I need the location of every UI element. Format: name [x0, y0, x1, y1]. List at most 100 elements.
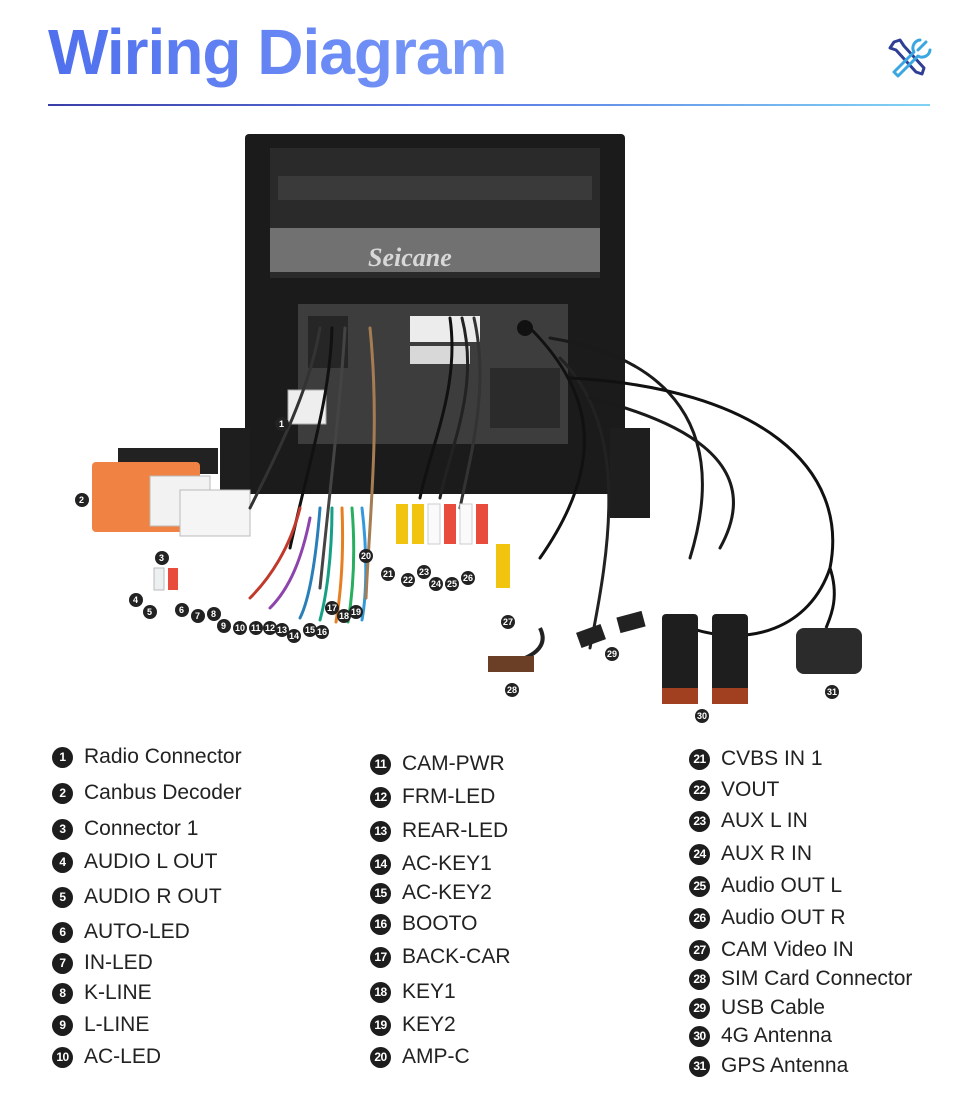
legend-number: 27 — [689, 939, 710, 961]
callout-23: 23 — [417, 565, 431, 579]
callout-25: 25 — [445, 577, 459, 591]
callout-16: 16 — [315, 625, 329, 639]
title-divider — [48, 104, 930, 106]
legend-label: Canbus Decoder — [84, 781, 242, 804]
callout-29: 29 — [605, 647, 619, 661]
legend-number: 7 — [52, 952, 73, 974]
legend-item: 27 CAM Video IN — [689, 938, 854, 962]
svg-text:20: 20 — [361, 551, 371, 561]
svg-text:18: 18 — [339, 611, 349, 621]
callout-3: 3 — [155, 551, 169, 565]
legend-label: AC-KEY1 — [402, 852, 492, 875]
callout-9: 9 — [217, 619, 231, 633]
legend-label: FRM-LED — [402, 785, 496, 808]
legend-number: 24 — [689, 843, 710, 865]
sim-card-connector — [488, 627, 545, 672]
legend-label: AC-LED — [84, 1045, 162, 1068]
callout-30: 30 — [695, 709, 709, 723]
legend-item: 14 AC-KEY1 — [370, 852, 492, 876]
legend-label: AUTO-LED — [84, 920, 190, 943]
connector-block — [149, 389, 327, 537]
legend-label: Audio OUT L — [721, 874, 843, 897]
legend-number: 23 — [689, 810, 710, 832]
legend-number: 18 — [370, 981, 391, 1003]
svg-text:7: 7 — [195, 611, 200, 621]
callout-2: 2 — [75, 493, 89, 507]
callout-17: 17 — [325, 601, 339, 615]
gps-antenna — [796, 567, 862, 674]
callout-1: 1 — [275, 417, 289, 431]
svg-text:10: 10 — [235, 623, 245, 633]
legend-number: 6 — [52, 921, 73, 943]
legend-label: CAM Video IN — [721, 938, 854, 961]
legend-number: 11 — [370, 753, 391, 775]
callout-24: 24 — [429, 577, 443, 591]
legend-label: IN-LED — [84, 951, 153, 974]
svg-text:25: 25 — [447, 579, 457, 589]
legend-number: 14 — [370, 853, 391, 875]
head-unit: Seicane — [220, 134, 650, 518]
legend-label: SIM Card Connector — [721, 967, 913, 990]
legend-number: 13 — [370, 820, 391, 842]
callout-27: 27 — [501, 615, 515, 629]
svg-text:4: 4 — [133, 595, 138, 605]
legend-label: CVBS IN 1 — [721, 747, 823, 770]
legend-item: 28 SIM Card Connector — [689, 967, 912, 991]
callout-7: 7 — [191, 609, 205, 623]
legend-item: 18 KEY1 — [370, 980, 456, 1004]
svg-text:2: 2 — [79, 495, 84, 505]
svg-text:15: 15 — [305, 625, 315, 635]
svg-text:30: 30 — [697, 711, 707, 721]
legend-item: 9 L-LINE — [52, 1013, 149, 1037]
legend-label: REAR-LED — [402, 819, 509, 842]
legend-label: KEY1 — [402, 980, 456, 1003]
svg-text:3: 3 — [159, 553, 164, 563]
callout-21: 21 — [381, 567, 395, 581]
legend-number: 9 — [52, 1014, 73, 1036]
legend-label: AC-KEY2 — [402, 881, 492, 904]
legend-number: 28 — [689, 968, 710, 990]
callout-10: 10 — [233, 621, 247, 635]
callout-18: 18 — [337, 609, 351, 623]
legend-number: 21 — [689, 748, 710, 770]
legend-label: BACK-CAR — [402, 945, 511, 968]
legend-number: 1 — [52, 746, 73, 768]
svg-text:28: 28 — [507, 685, 517, 695]
callout-12: 12 — [263, 621, 277, 635]
legend-label: Audio OUT R — [721, 906, 846, 929]
legend-item: 23 AUX L IN — [689, 809, 808, 833]
svg-text:19: 19 — [351, 607, 361, 617]
callout-5: 5 — [143, 605, 157, 619]
legend-number: 31 — [689, 1055, 710, 1077]
legend-label: L-LINE — [84, 1013, 150, 1036]
legend-label: AUX L IN — [721, 809, 808, 832]
legend-number: 16 — [370, 913, 391, 935]
svg-text:8: 8 — [211, 609, 216, 619]
svg-text:12: 12 — [265, 623, 275, 633]
svg-text:26: 26 — [463, 573, 473, 583]
callout-11: 11 — [249, 621, 263, 635]
legend-label: K-LINE — [84, 981, 152, 1004]
svg-text:24: 24 — [431, 579, 441, 589]
legend-item: 21 CVBS IN 1 — [689, 747, 823, 771]
svg-text:9: 9 — [221, 621, 226, 631]
legend-number: 30 — [689, 1025, 710, 1047]
brand-logo: Seicane — [368, 243, 452, 272]
page-title: Wiring Diagram — [48, 16, 507, 88]
legend-item: 13 REAR-LED — [370, 819, 508, 843]
legend-number: 3 — [52, 818, 73, 840]
usb-plugs — [576, 610, 646, 648]
